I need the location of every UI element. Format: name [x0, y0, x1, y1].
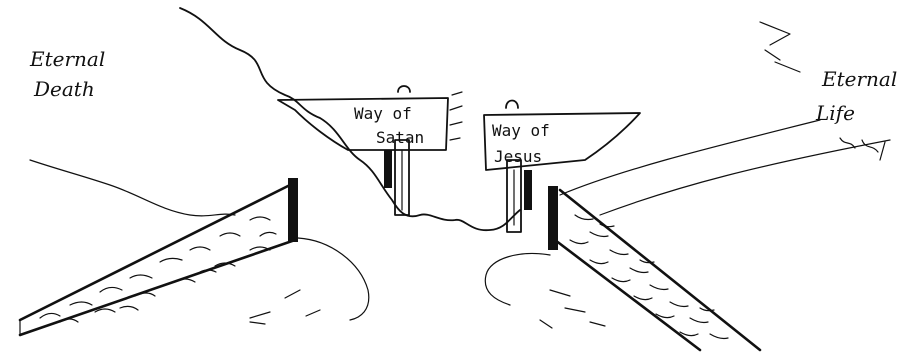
right-sign-line-1: Way of — [492, 121, 550, 140]
right-sign-line-2: Jesus — [494, 147, 542, 166]
right-sign-board: Way of Jesus — [483, 112, 641, 171]
right-ground — [484, 252, 551, 306]
eternal-life-line-2: Life — [815, 101, 855, 125]
left-sign-post — [384, 85, 411, 216]
life-ray-3 — [774, 61, 801, 73]
eternal-life-line-1: Eternal — [821, 67, 897, 91]
right-ground-marks — [539, 289, 606, 329]
life-ray-2 — [764, 49, 781, 61]
life-ray-5 — [861, 139, 879, 153]
left-stone-wall — [18, 178, 298, 337]
eternal-death-line-2: Death — [33, 77, 95, 101]
right-stone-wall — [548, 186, 762, 352]
life-ray-4 — [839, 137, 856, 149]
left-ridge-line — [179, 7, 521, 231]
left-sign-board: Way of Satan — [277, 91, 463, 151]
life-ray-6 — [879, 141, 886, 161]
right-horizon-line-lower — [599, 139, 891, 216]
right-sign-post — [505, 99, 532, 233]
left-sign-line-2: Satan — [376, 128, 424, 147]
right-horizon-line-upper — [559, 119, 821, 196]
left-ground — [297, 237, 370, 321]
eternal-death-line-1: Eternal — [29, 47, 105, 71]
left-ground-marks — [249, 289, 321, 325]
life-ray-1 — [759, 21, 791, 46]
left-lower-ridge — [29, 159, 236, 217]
left-sign-line-1: Way of — [354, 104, 412, 123]
